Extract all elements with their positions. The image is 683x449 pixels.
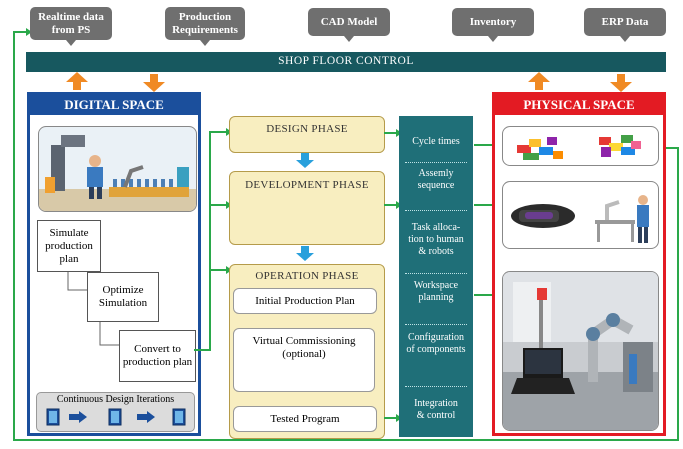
task-column: Cycle times Assemly sequence Task alloca… [399, 116, 473, 437]
convert-production-plan-step: Convert to production plan [119, 330, 196, 382]
development-phase-title: DEVELOPMENT PHASE [245, 179, 369, 191]
initial-production-plan: Initial Production Plan [233, 288, 377, 314]
operation-phase-title: OPERATION PHASE [255, 270, 359, 282]
task-allocation: Task alloca- tion to human & robots [408, 222, 464, 257]
production-requirements-callout: Production Requirements [165, 7, 245, 46]
development-phase: DEVELOPMENT PHASE [229, 171, 385, 245]
task-integration-control: Integration & control [414, 398, 458, 421]
lego-blocks-photo [502, 126, 659, 166]
shop-floor-control-bar: SHOP FLOOR CONTROL [26, 52, 666, 72]
orange-arrows [66, 72, 632, 92]
optimize-simulation-step: Optimize Simulation [87, 272, 159, 322]
design-phase: DESIGN PHASE [229, 116, 385, 153]
continuous-design-iterations: Continuous Design Iterations [36, 392, 195, 432]
simulate-production-plan-step: Simulate production plan [37, 220, 101, 272]
erp-data-callout: ERP Data [584, 8, 666, 42]
robot-lab-photo [502, 271, 659, 431]
task-assembly-sequence: Assemly sequence [417, 168, 455, 191]
iterations-label: Continuous Design Iterations [56, 394, 175, 405]
physical-space-title: PHYSICAL SPACE [495, 95, 663, 115]
design-phase-title: DESIGN PHASE [266, 123, 348, 135]
digital-factory-illustration [38, 126, 197, 212]
task-workspace-planning: Workspace planning [413, 280, 459, 303]
digital-space-title: DIGITAL SPACE [30, 95, 198, 115]
hololens-robot-photo [502, 181, 659, 249]
virtual-commissioning: Virtual Commissioning (optional) [233, 328, 375, 392]
cad-model-callout: CAD Model [308, 8, 390, 42]
task-cycle-times: Cycle times [412, 136, 460, 147]
inventory-callout: Inventory [452, 8, 534, 42]
tested-program: Tested Program [233, 406, 377, 432]
realtime-data-callout: Realtime data from PS [30, 7, 112, 46]
task-configuration: Configuration of components [406, 332, 466, 355]
